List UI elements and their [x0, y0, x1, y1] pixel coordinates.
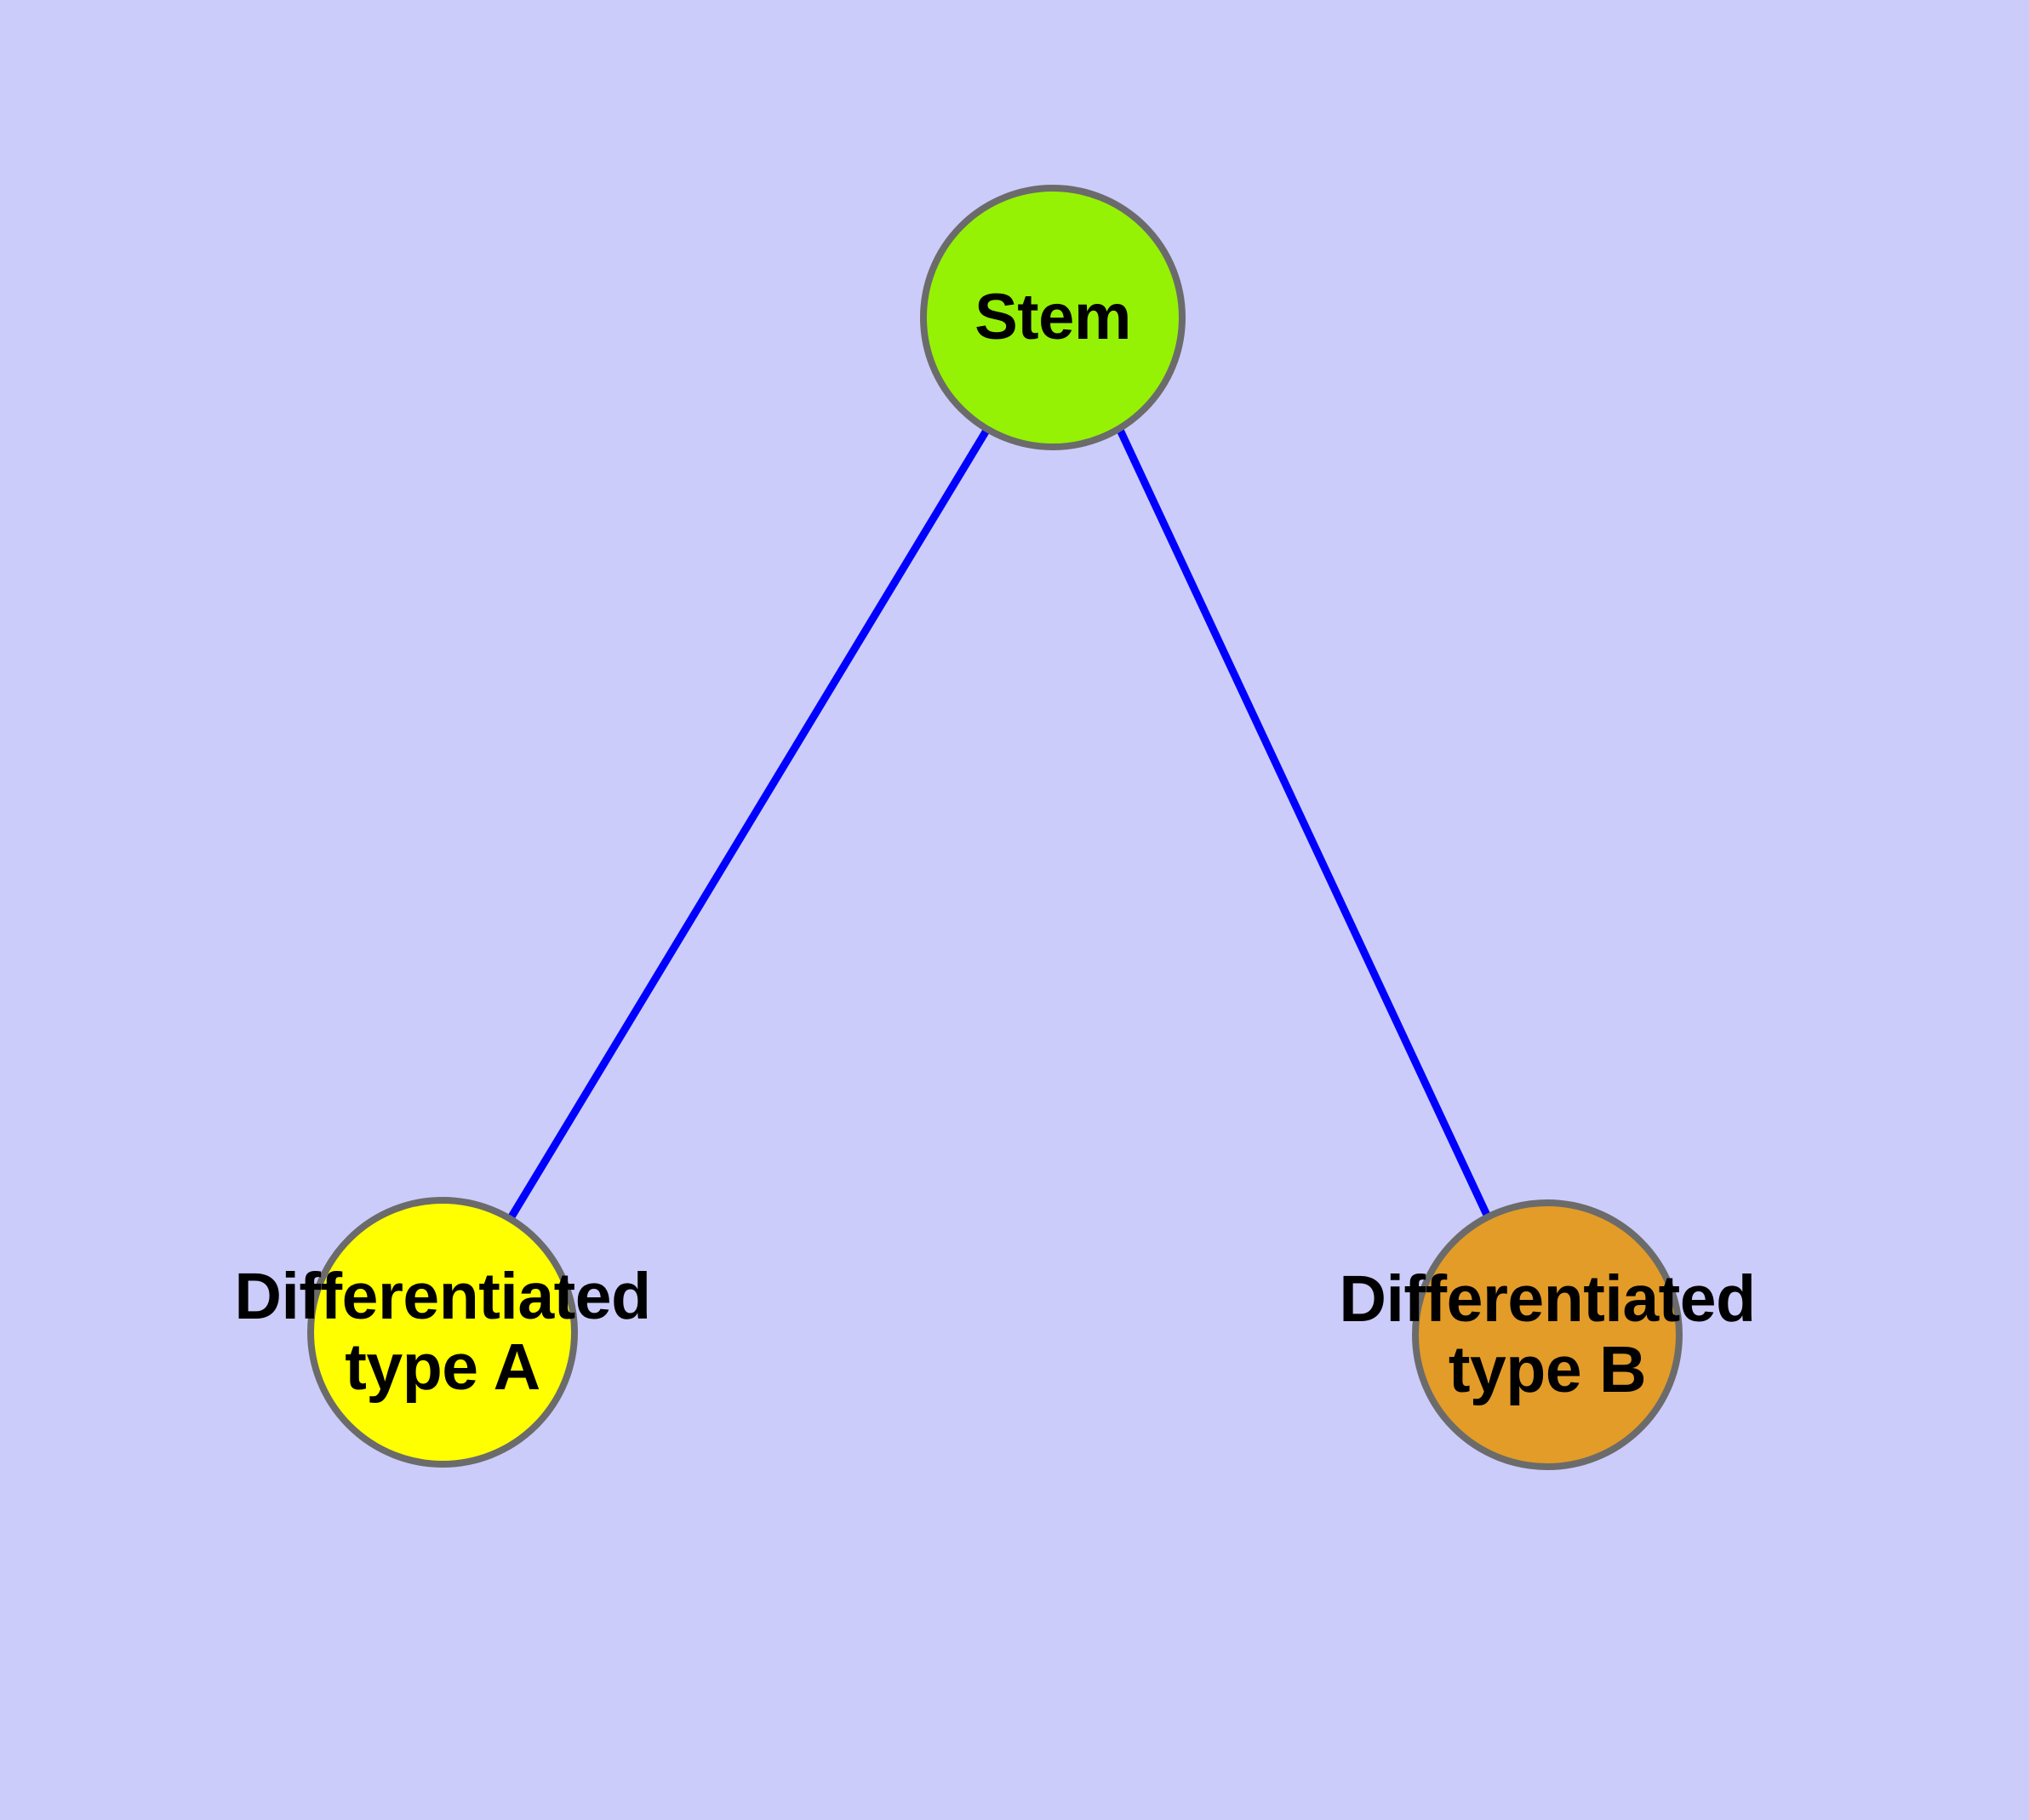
node-circle-differentiated-type-a[interactable]: [307, 1197, 578, 1468]
edge-stem-to-differentiated-type-b[interactable]: [1116, 428, 1495, 1226]
edge-layer: [507, 426, 1495, 1226]
node-circle-differentiated-type-b[interactable]: [1412, 1199, 1683, 1470]
edge-stem-to-differentiated-type-a[interactable]: [507, 426, 991, 1221]
node-circle-stem[interactable]: [920, 185, 1186, 450]
node-layer: [307, 185, 1683, 1470]
